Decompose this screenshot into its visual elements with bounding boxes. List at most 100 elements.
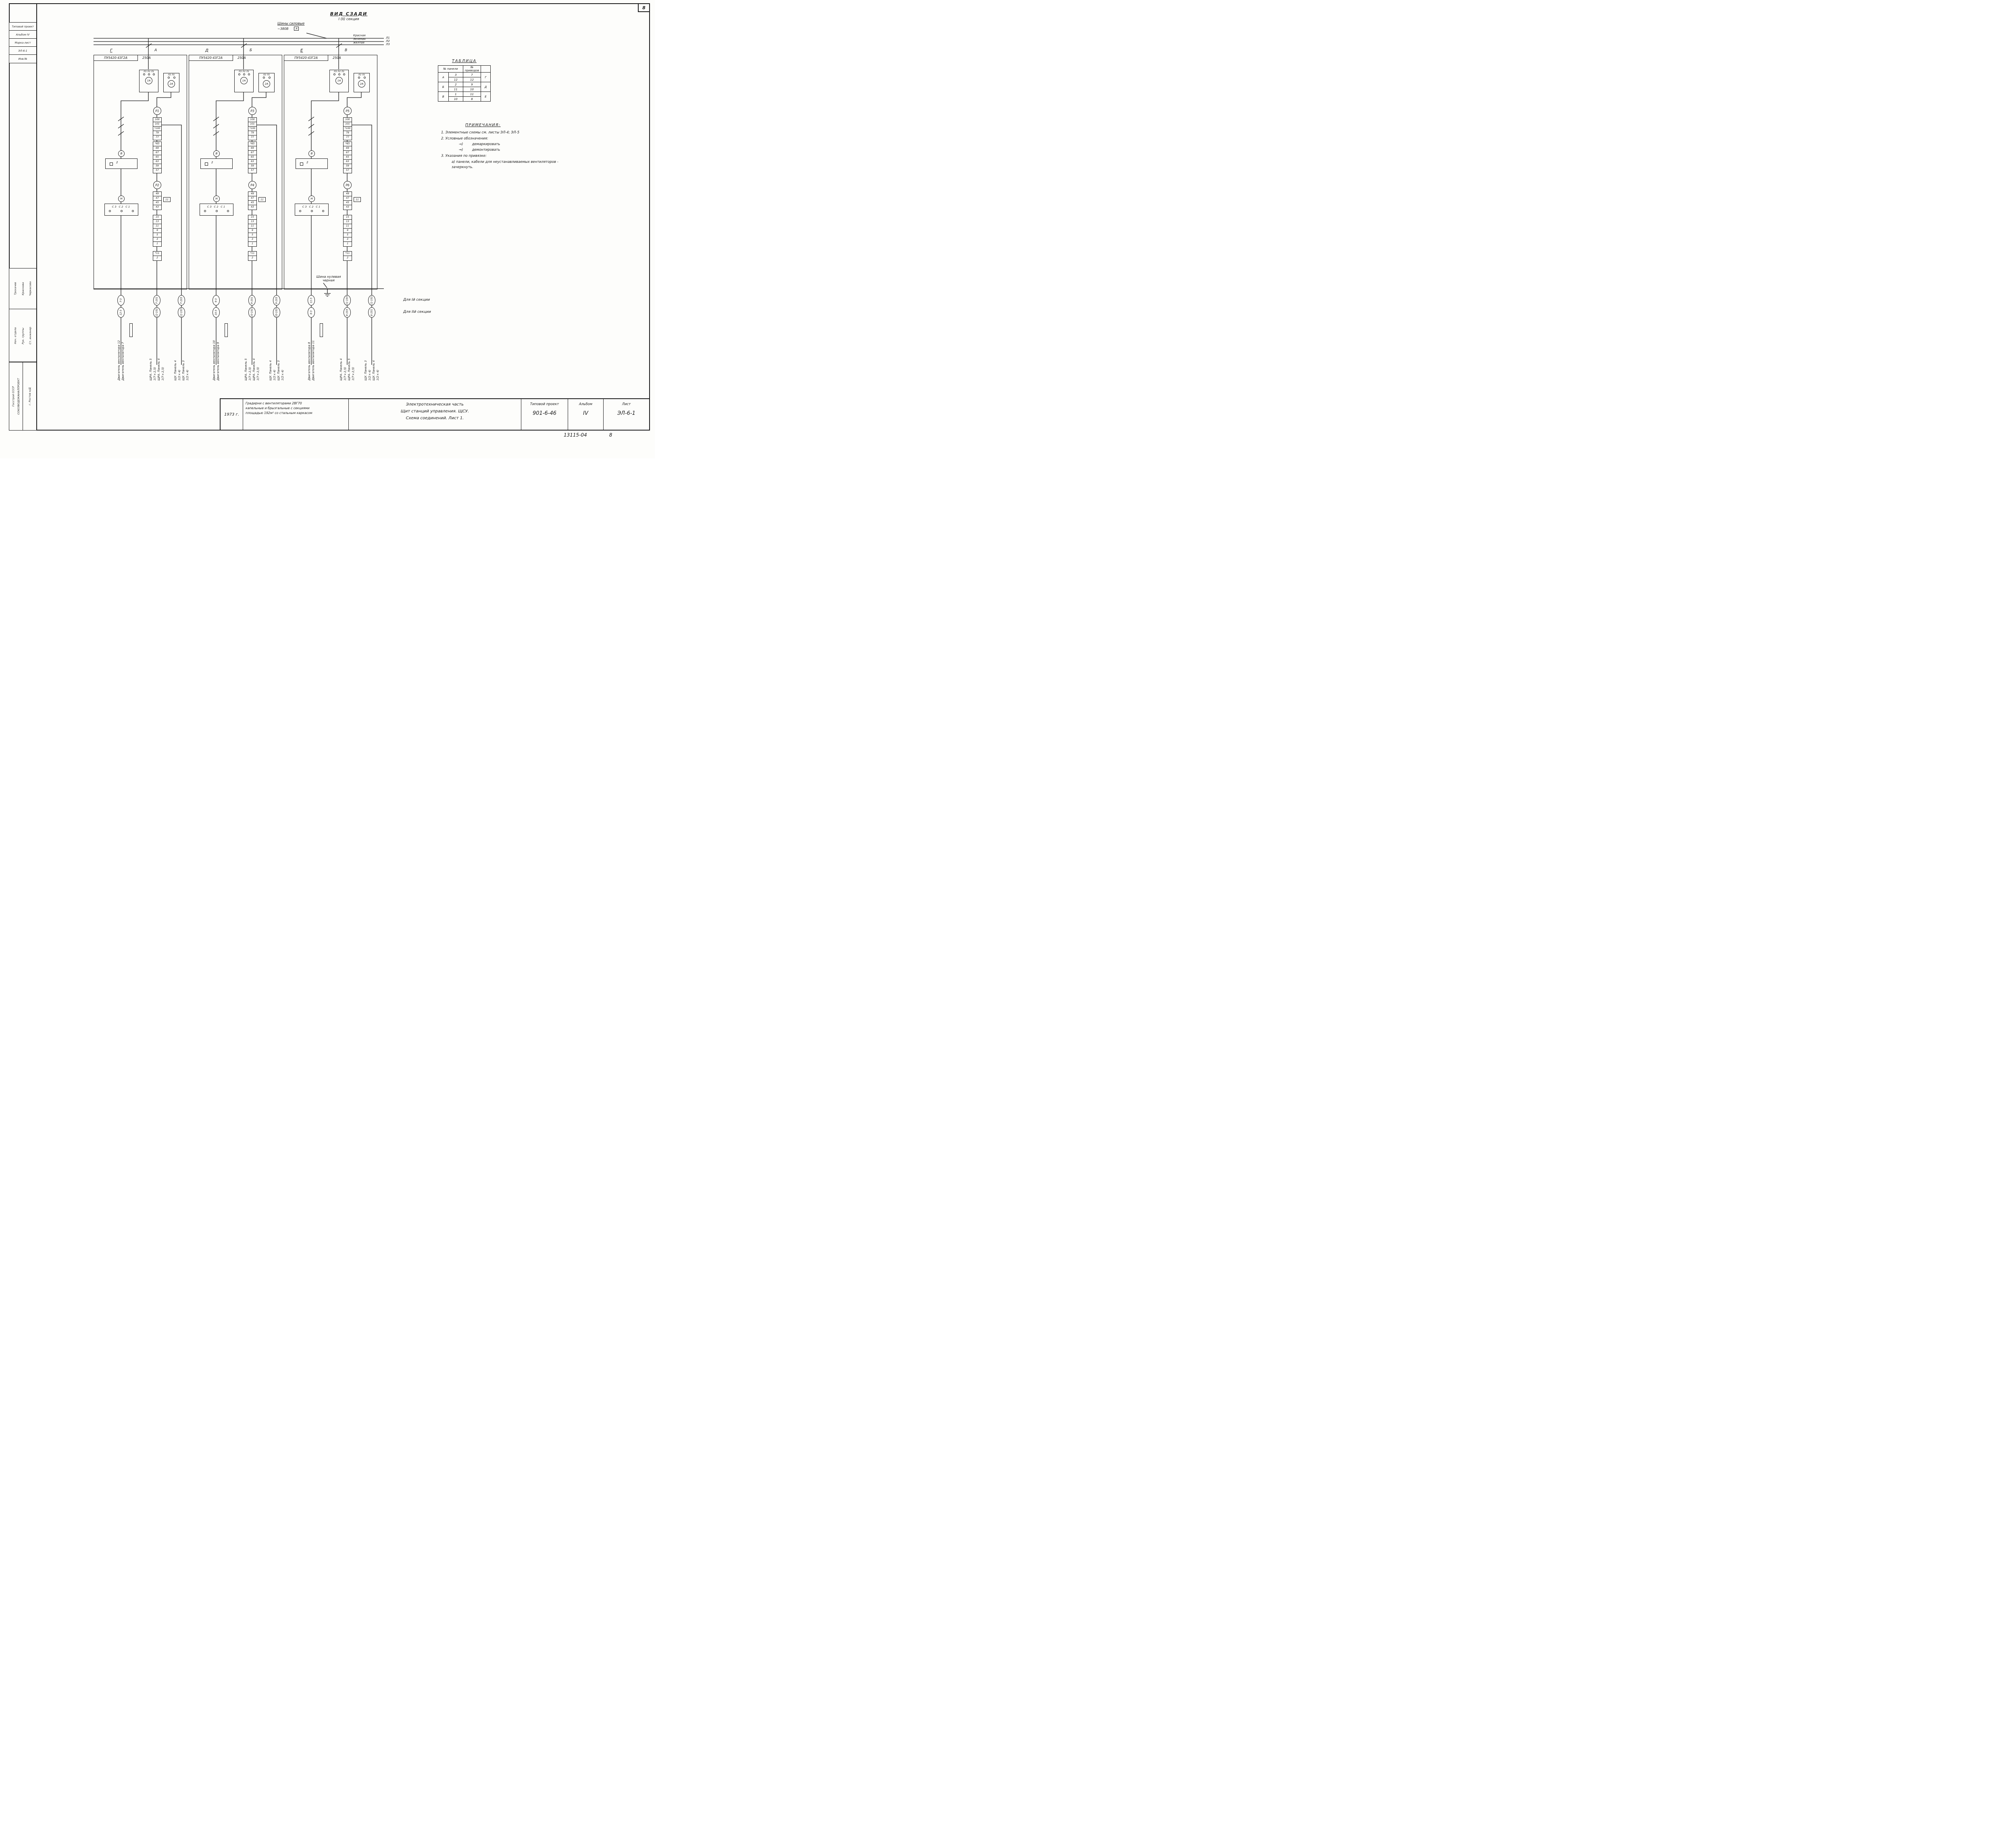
cable-tag: 10-101: [248, 307, 256, 318]
meter: Р3: [248, 107, 256, 115]
cable-labels: ЩУ. Панель 3 1(2×4) ЩУ. Панель 4 1(2×4): [362, 320, 381, 381]
terminal-cell: 79: [344, 131, 352, 135]
control-terminals-label: С3 С2 С1: [302, 205, 321, 208]
stamp-number: 13115-04: [564, 432, 587, 438]
phase-labels: Л2 Л1: [358, 74, 365, 76]
terminal-cell: 45: [344, 201, 352, 205]
cable-label: 1(7×2,5): [248, 367, 252, 381]
current-transformer: 2А: [358, 80, 365, 87]
terminal-cell: *11: [153, 252, 161, 256]
cable-tag: 7-103: [178, 295, 185, 306]
terminal-cell: 15: [153, 215, 161, 220]
album-label: Альбом: [579, 402, 593, 406]
terminal-cell: 2: [156, 256, 158, 259]
terminal-cell: 63: [248, 160, 256, 164]
terminal-cell: 77: [251, 136, 254, 139]
terminal-cell: 11: [153, 224, 161, 229]
switch-number: 2: [306, 161, 308, 164]
table-cell: 1: [448, 92, 464, 97]
zero-bus-label: Шина нулевая черная: [306, 275, 351, 282]
terminal-cell: 43: [346, 206, 349, 208]
terminal-cell: 15: [344, 215, 352, 220]
signature-name: Краснова: [21, 282, 25, 295]
org-name: Госстрой СССР: [11, 386, 15, 407]
switch-square: [110, 162, 113, 166]
terminal-cell: 3: [344, 237, 352, 242]
signature-name: Трохачев: [13, 282, 17, 295]
control-box: С3 С2 С1: [104, 204, 138, 216]
table-title: ТАБЛИЦА: [452, 59, 477, 63]
stamp-page: 8: [609, 432, 612, 438]
terminal-cell: 1: [156, 242, 158, 245]
terminal-cell: 101: [153, 122, 161, 127]
sheet-cell: Лист ЭЛ-6-1: [604, 399, 649, 430]
cable-tag: 9-101: [248, 295, 256, 306]
terminal-cell: 79: [153, 131, 161, 135]
cable-labels: ЩУ. Панель 4 1(2×4) ЩУ. Панель 3 1(2×4): [267, 320, 286, 381]
terminal-cell: 13: [248, 220, 256, 224]
terminal-dots: [235, 73, 253, 75]
switch-number: 2: [116, 161, 118, 164]
terminal-cell: 69: [248, 146, 256, 151]
terminal-cell: 59: [153, 164, 161, 169]
cable-label: ЩРА. Панель 5: [348, 358, 351, 381]
table-cell: 11: [463, 92, 481, 97]
aux-box: Л2 Л1 2А: [163, 73, 179, 92]
organization-block: Госстрой СССР СОЮЗВОДОКАНАЛПРОЕКТ г. Рос…: [9, 362, 37, 431]
terminal-cell: 67: [248, 151, 256, 155]
cable-tag: 11-103: [344, 295, 351, 306]
table-cell: Е: [481, 92, 491, 102]
year-cell: 1973 г.: [221, 399, 243, 430]
terminal-cell: 65: [153, 155, 161, 160]
terminal-cell: 45: [248, 201, 256, 205]
cable-tag: 8-3: [308, 307, 315, 318]
phase-labels: Л2 Л1: [168, 74, 175, 76]
cable-label: 1(2×4): [376, 370, 379, 381]
cable-label: Двигатель вентилятора 7: [121, 342, 125, 381]
terminal-cell: 1: [252, 242, 253, 245]
meter: Р5: [344, 107, 352, 115]
cable-tag: 8-103: [344, 307, 351, 318]
breaker-box: Л3 Л2 Л1 1А: [329, 70, 349, 92]
table-cell: 10: [448, 96, 464, 102]
cable-label: 1(7×2,5): [161, 367, 165, 381]
terminal-cell: 59: [344, 164, 352, 169]
table-cell: 10: [463, 87, 481, 92]
terminal-dots: [330, 73, 348, 75]
title-block: 1973 г. Градирни с вентиляторами 2ВГ70 к…: [220, 398, 650, 431]
sheet-code: ЭЛ-6-1: [617, 410, 635, 416]
h-meter: Н: [213, 196, 220, 202]
table-cell: 2: [448, 82, 464, 87]
terminal-dots: [105, 210, 138, 212]
terminal-cell: 9: [248, 229, 256, 233]
section-2-label: Для IIй секции: [403, 310, 431, 314]
cable-label: Двигатель вентилятора 9: [217, 342, 220, 381]
table-cell: В: [438, 92, 449, 102]
fuse-rating: 250А: [142, 56, 151, 60]
bus-name-label: Л2: [386, 40, 390, 43]
table-cell: 12: [448, 77, 464, 82]
margin-box-label: Марка-лист: [9, 39, 36, 47]
terminal-cell: 69: [153, 146, 161, 151]
terminal-cell: 57: [346, 169, 349, 172]
zero-bus-line1: Шина нулевая: [316, 275, 341, 279]
cable-labels: ЩРА. Панель 5 1(7×2,5) ЩРА. Панель 4 1(7…: [242, 320, 262, 381]
table-cell: 3: [448, 72, 464, 77]
note-item: 3. Указания по привязке:: [441, 154, 487, 158]
terminal-cell: 47: [344, 196, 352, 201]
signature-role: Ст. инженер: [29, 327, 32, 345]
h-meter: Н: [118, 196, 125, 202]
terminal-cell: *65: [344, 142, 352, 146]
bus-color-label: Зеленая: [353, 37, 366, 41]
terminal-cell: 43: [251, 206, 254, 208]
cable-tag: 11-101: [368, 295, 375, 306]
margin-box-label: Типовой проект: [9, 23, 36, 31]
drawing-stamp: 13115-04 8: [564, 432, 612, 438]
terminal-side-label: 11: [258, 197, 266, 202]
cable-labels: Двигатель вентилятора 12 Двигатель венти…: [111, 320, 131, 381]
panel-type-label: ПУ5420-43Г2А: [189, 55, 233, 61]
